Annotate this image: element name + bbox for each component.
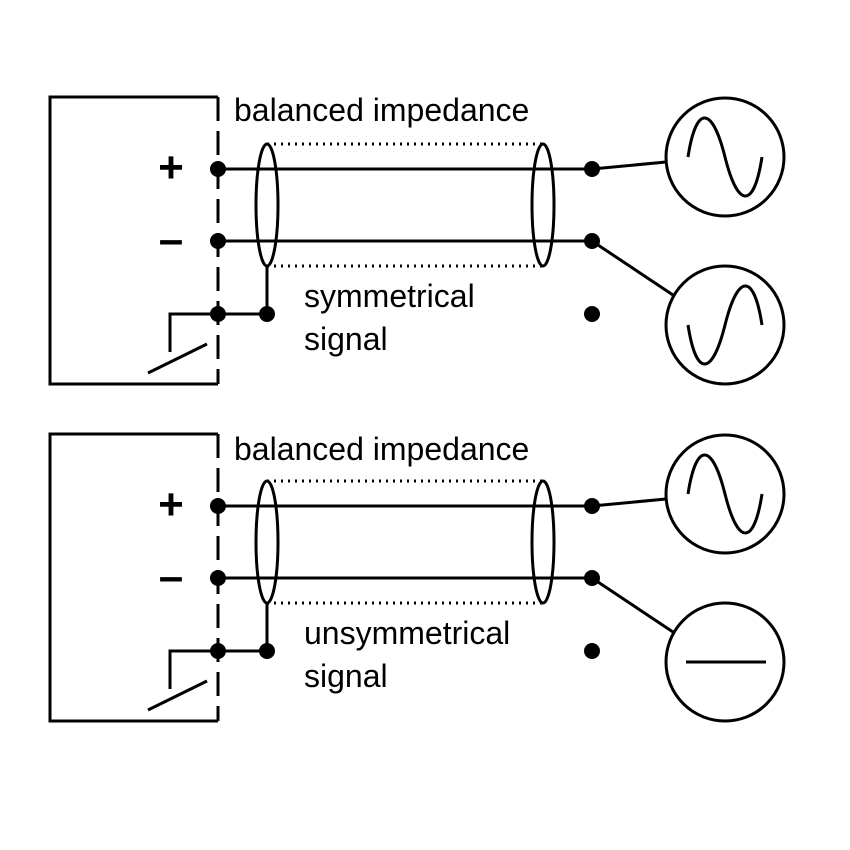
dc-source-icon bbox=[664, 601, 786, 723]
bottom-node-ground-right bbox=[584, 643, 600, 659]
bottom-ground-slash bbox=[147, 679, 208, 712]
bottom-node-ground-left bbox=[210, 643, 226, 659]
top-cable-ring-right bbox=[530, 142, 556, 268]
bottom-shield-ground-wire bbox=[218, 603, 269, 653]
bottom-circuit: + – balanced impedance unsymmetrical sig… bbox=[48, 431, 786, 723]
top-node-shield bbox=[259, 306, 275, 322]
bottom-input-device: + – bbox=[48, 432, 220, 723]
bottom-signal-label-line1: unsymmetrical bbox=[304, 615, 510, 651]
bottom-cable bbox=[218, 479, 592, 653]
bottom-node-minus-left bbox=[210, 570, 226, 586]
top-plus-symbol: + bbox=[158, 143, 184, 192]
top-node-minus-left bbox=[210, 233, 226, 249]
bottom-node-shield bbox=[259, 643, 275, 659]
top-circuit: + – balanced impedance symmetrical signa… bbox=[48, 92, 786, 386]
top-node-plus-left bbox=[210, 161, 226, 177]
sine-source-icon bbox=[664, 96, 786, 218]
bottom-source-plus-wire bbox=[591, 497, 667, 508]
top-ground-slash bbox=[147, 342, 208, 375]
top-shield-ground-wire bbox=[218, 266, 269, 316]
top-impedance-label: balanced impedance bbox=[234, 92, 529, 128]
top-minus-symbol: – bbox=[159, 215, 183, 264]
top-source-plus-wire bbox=[591, 160, 667, 171]
bottom-cable-ring-left bbox=[254, 479, 280, 605]
top-cable-ring-left bbox=[254, 142, 280, 268]
top-device-box-left bbox=[48, 95, 218, 386]
top-node-ground-left bbox=[210, 306, 226, 322]
inverted-sine-source-icon bbox=[664, 264, 786, 386]
sine-source-icon bbox=[664, 433, 786, 555]
top-signal-label-line2: signal bbox=[304, 321, 388, 357]
bottom-device-box-left bbox=[48, 432, 218, 723]
bottom-impedance-label: balanced impedance bbox=[234, 431, 529, 467]
top-source-minus-wire bbox=[591, 239, 674, 297]
bottom-minus-symbol: – bbox=[159, 552, 183, 601]
bottom-ground-symbol bbox=[168, 649, 218, 689]
top-node-ground-right bbox=[584, 306, 600, 322]
bottom-source-minus-wire bbox=[591, 576, 674, 634]
bottom-cable-ring-right bbox=[530, 479, 556, 605]
bottom-node-plus-left bbox=[210, 498, 226, 514]
top-ground-symbol bbox=[168, 312, 218, 352]
top-input-device: + – bbox=[48, 95, 220, 386]
top-signal-label-line1: symmetrical bbox=[304, 278, 475, 314]
bottom-signal-label-line2: signal bbox=[304, 658, 388, 694]
bottom-plus-symbol: + bbox=[158, 480, 184, 529]
